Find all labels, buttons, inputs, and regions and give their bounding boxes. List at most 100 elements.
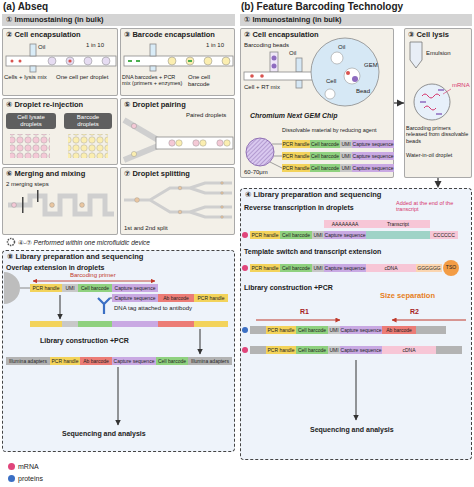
text-label: Bead bbox=[356, 88, 370, 95]
text-label: 2 merging steps bbox=[6, 181, 49, 188]
molecule-segment: Cell barcode bbox=[296, 326, 328, 334]
molecule-segment: Capture sequence bbox=[352, 152, 394, 160]
molecule-segment: UMI bbox=[328, 346, 340, 354]
molecule-segment: CCCCCC bbox=[430, 231, 458, 239]
sub-heading: Template switch and transcript extension bbox=[244, 248, 381, 256]
text-label: Emulsion bbox=[426, 50, 451, 57]
molecule-segment: cDNA bbox=[366, 264, 416, 272]
step-heading: ① Immunostaining (in bulk) bbox=[240, 14, 472, 26]
device-name: Chromium Next GEM Chip bbox=[250, 112, 338, 120]
step-heading: (b) Feature Barcoding Technology bbox=[238, 0, 474, 14]
step-box: ⑤ Droplet pairing bbox=[120, 98, 235, 165]
text-label: DNA barcodes + PCR mix (primers + enzyme… bbox=[122, 74, 184, 87]
sub-heading: Library construction +PCR bbox=[40, 337, 129, 345]
note: ④-⑦ Performed within one microfluidic de… bbox=[18, 239, 150, 246]
molecule-segment: PCR handle bbox=[250, 264, 280, 272]
molecule-segment: Transcript bbox=[366, 220, 430, 228]
step-heading: ⑥ Merging and mixing bbox=[3, 168, 117, 179]
legend-item: mRNA bbox=[8, 462, 39, 471]
legend-text: proteins bbox=[18, 475, 43, 482]
text-label: 1 in 10 bbox=[206, 42, 224, 49]
step-heading: ⑧ Library preparation and sequencing bbox=[3, 251, 234, 262]
molecule-segment: cDNA bbox=[382, 346, 436, 354]
panel: (b) Feature Barcoding Technology① Immuno… bbox=[238, 0, 474, 487]
molecule-segment: Cell barcode bbox=[310, 164, 340, 172]
text-label: Barcoding primers released from dissolva… bbox=[406, 125, 470, 144]
molecule-segment: Capture sequence bbox=[324, 264, 366, 272]
text-label: Added at the end of the transcript bbox=[396, 200, 468, 213]
molecule-segment: PCR handle bbox=[282, 140, 310, 148]
molecule-segment: Ab barcode bbox=[158, 294, 194, 302]
molecule-segment: Cell barcode bbox=[310, 152, 340, 160]
step-heading: ④ Droplet re-injection bbox=[3, 99, 117, 110]
text-label: Oil bbox=[338, 44, 345, 51]
text-label: Cells + lysis mix bbox=[4, 74, 47, 81]
step-band: ① Immunostaining (in bulk) bbox=[240, 14, 472, 26]
molecule-segment: Cell barcode bbox=[280, 264, 312, 272]
molecule-segment: UMI bbox=[312, 231, 324, 239]
text-label: GEM bbox=[364, 62, 378, 69]
molecule-segment: PCR handle bbox=[266, 326, 296, 334]
sub-heading: Library construction +PCR bbox=[244, 284, 333, 292]
sub-heading: Sequencing and analysis bbox=[310, 426, 394, 434]
molecule-segment: GGGGGG bbox=[416, 264, 442, 272]
text-label: 1 in 10 bbox=[86, 42, 104, 49]
sub-heading: Sequencing and analysis bbox=[62, 430, 146, 438]
text-label: One cell per droplet bbox=[56, 74, 108, 81]
step-heading: ① Immunostaining (in bulk) bbox=[2, 14, 235, 26]
dashed-panel: ⑧ Library preparation and sequencing bbox=[2, 250, 235, 452]
droplet-group-tag: Barcode droplets bbox=[64, 113, 112, 129]
molecule-segment: PCR handle bbox=[282, 164, 310, 172]
molecule-segment: UMI bbox=[340, 164, 352, 172]
text-label: Paired droplets bbox=[186, 112, 226, 119]
molecule-segment: AAAAAAAA bbox=[324, 220, 366, 228]
step-heading: ④ Library preparation and sequencing bbox=[241, 189, 471, 200]
molecule-segment: Ab barcode bbox=[382, 326, 416, 334]
text-label: Barcoding primer bbox=[70, 272, 116, 279]
read-label: R2 bbox=[410, 308, 419, 316]
step-heading: (a) Abseq bbox=[0, 0, 237, 14]
molecule-segment: Capture sequence bbox=[112, 284, 158, 292]
legend-swatch bbox=[8, 463, 15, 470]
text-label: mRNA bbox=[452, 82, 470, 89]
text-label: Dissolvable material by reducing agent bbox=[282, 127, 376, 133]
step-heading: ② Cell encapsulation bbox=[241, 29, 393, 40]
step-heading: ⑤ Droplet pairing bbox=[121, 99, 234, 110]
molecule-segment: PCR handle bbox=[50, 357, 80, 365]
text-label: Oil bbox=[38, 44, 45, 51]
molecule-segment: Capture sequence bbox=[112, 357, 156, 365]
text-label: Cell + RT mix bbox=[244, 84, 280, 91]
legend-text: mRNA bbox=[18, 463, 39, 470]
text-label: Water-in-oil droplet bbox=[406, 152, 470, 158]
text-label: Cell bbox=[326, 78, 336, 85]
molecule-segment: Capture sequence bbox=[340, 326, 382, 334]
step-heading: ② Cell encapsulation bbox=[3, 29, 117, 40]
molecule-segment: PCR handle bbox=[250, 231, 280, 239]
text-label: DNA tag attached to antibody bbox=[114, 305, 192, 312]
legend-swatch bbox=[8, 475, 15, 482]
molecule-segment: Capture sequence bbox=[352, 140, 394, 148]
step-box: ④ Droplet re-injection bbox=[2, 98, 118, 165]
molecule-segment: Capture sequence bbox=[352, 164, 394, 172]
molecule-segment: Cell barcode bbox=[78, 284, 112, 292]
molecule-segment: Capture sequence bbox=[324, 231, 366, 239]
molecule-segment: UMI bbox=[328, 326, 340, 334]
droplet-group-tag: Cell lysate droplets bbox=[6, 113, 56, 129]
text-label: One cell barcode bbox=[188, 74, 232, 88]
flow-arrow bbox=[394, 102, 404, 103]
step-heading: ③ Barcode encapsulation bbox=[121, 29, 234, 40]
sub-heading: Reverse transcription in droplets bbox=[244, 204, 354, 212]
text-label: Oil bbox=[289, 50, 296, 57]
molecule-segment: Cell barcode bbox=[280, 231, 312, 239]
step-band: ① Immunostaining (in bulk) bbox=[2, 14, 235, 26]
text-label: Barcoding beads bbox=[244, 42, 289, 49]
flow-arrow bbox=[437, 178, 438, 188]
molecule-segment: Capture sequence bbox=[112, 294, 158, 302]
text-label: TSO bbox=[443, 265, 459, 271]
sub-heading: Overlap extension in droplets bbox=[6, 264, 104, 272]
molecule-segment: Illumina adapters bbox=[6, 357, 50, 365]
molecule-segment: Ab barcode bbox=[80, 357, 112, 365]
molecule-segment: Cell barcode bbox=[310, 140, 340, 148]
step-box: ⑥ Merging and mixing bbox=[2, 167, 118, 235]
molecule-segment: Illumina adapters bbox=[188, 357, 232, 365]
